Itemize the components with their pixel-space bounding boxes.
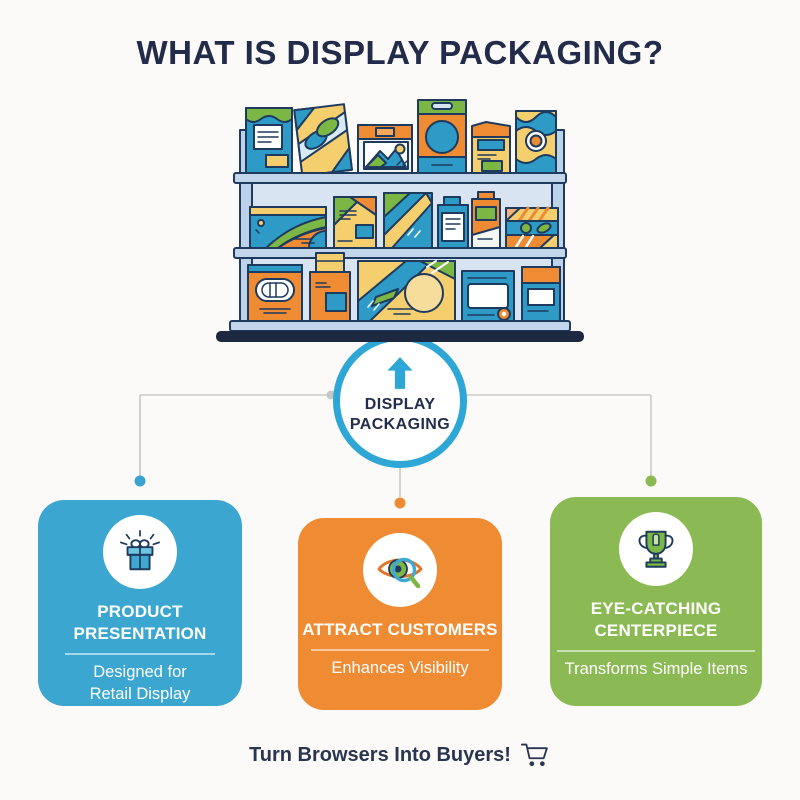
product-box-mid-6 — [505, 206, 559, 249]
product-box-bottom-1 — [247, 264, 303, 322]
shelf-board-middle — [233, 247, 567, 259]
card-title: PRODUCT PRESENTATION — [73, 601, 206, 645]
green-connector-dot — [645, 475, 657, 487]
card-divider — [65, 653, 215, 656]
footer-text: Turn Browsers Into Buyers! — [249, 744, 511, 766]
shelf-illustration — [216, 99, 584, 342]
card-subtitle-line1: Transforms Simple Items — [564, 660, 748, 679]
arrow-up-icon — [387, 357, 413, 389]
product-bottle-mid-5 — [471, 191, 501, 249]
product-box-top-2 — [293, 103, 353, 177]
product-box-top-1 — [245, 107, 293, 174]
card-title-line2: PRESENTATION — [73, 624, 207, 644]
product-carton-bottom-2 — [309, 252, 351, 322]
card-title-line1: PRODUCT — [97, 602, 183, 621]
shopping-cart-icon — [520, 743, 548, 767]
product-box-top-4 — [417, 99, 467, 174]
card-subtitle: Designed for Retail Display — [90, 662, 191, 705]
orange-connector-dot — [394, 497, 406, 509]
card-eye-catching-centerpiece: EYE-CATCHING CENTERPIECE Transforms Simp… — [550, 497, 762, 706]
hub-label-line1: DISPLAY — [364, 396, 436, 413]
product-box-bottom-4 — [461, 270, 515, 322]
gift-icon — [103, 515, 177, 589]
card-product-presentation: PRODUCT PRESENTATION Designed for Retail… — [38, 500, 242, 706]
trophy-icon — [619, 512, 693, 586]
shelf-base-bar — [216, 331, 584, 342]
product-box-bottom-3 — [357, 260, 456, 322]
footer-tagline: Turn Browsers Into Buyers! — [0, 742, 800, 769]
eye-magnifier-icon — [363, 533, 437, 607]
card-title-line1: ATTRACT CUSTOMERS — [302, 620, 498, 639]
product-bottle-mid-4 — [437, 196, 469, 249]
page-title: WHAT IS DISPLAY PACKAGING? — [136, 34, 664, 71]
card-subtitle: Enhances Visibility — [331, 658, 468, 679]
card-subtitle: Transforms Simple Items — [565, 659, 748, 680]
card-title-line2: CENTERPIECE — [594, 621, 718, 641]
card-subtitle-line1: Enhances Visibility — [331, 659, 469, 678]
product-box-bottom-5 — [521, 266, 561, 322]
hub-label: DISPLAY PACKAGING — [340, 395, 460, 436]
card-attract-customers: ATTRACT CUSTOMERS Enhances Visibility — [298, 518, 502, 710]
card-subtitle-line2: Retail Display — [89, 684, 191, 703]
card-subtitle-line1: Designed for — [93, 663, 187, 682]
display-packaging-hub: DISPLAY PACKAGING — [333, 334, 467, 468]
product-pouch-top-6 — [515, 110, 557, 174]
card-divider — [557, 650, 755, 653]
hub-label-line2: PACKAGING — [349, 416, 451, 434]
blue-connector-dot — [134, 475, 146, 487]
shelf-board-base — [229, 320, 571, 332]
shelf-board-top — [233, 172, 567, 184]
product-box-mid-2 — [333, 196, 377, 249]
product-box-top-5 — [471, 121, 511, 174]
card-title: ATTRACT CUSTOMERS — [302, 619, 497, 641]
card-title-line1: EYE-CATCHING — [590, 599, 722, 618]
card-divider — [311, 649, 489, 652]
product-box-mid-3 — [383, 192, 433, 249]
card-title: EYE-CATCHING CENTERPIECE — [591, 598, 722, 642]
product-box-top-3 — [357, 124, 413, 174]
product-box-mid-1 — [249, 206, 327, 249]
